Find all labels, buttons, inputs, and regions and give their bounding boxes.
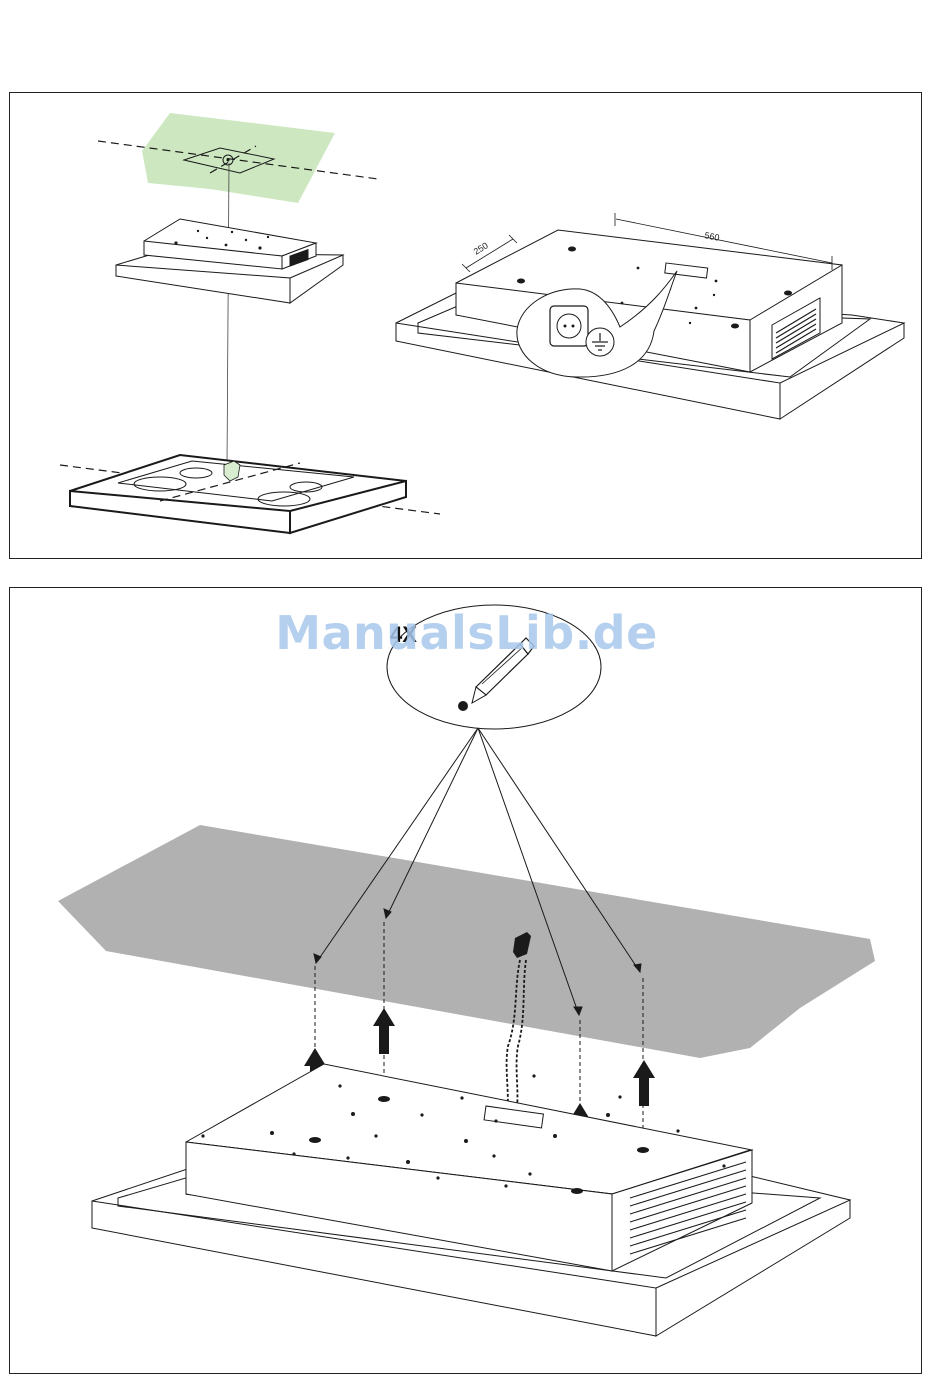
bottom-illustration: 4X — [10, 588, 923, 1375]
bottom-panel: 4X — [9, 587, 922, 1374]
ceiling-surface — [58, 825, 875, 1058]
dimension-width-label: 560 — [704, 230, 721, 243]
plumb-line — [227, 163, 229, 465]
top-panel: 250 560 — [9, 92, 922, 559]
hood-body — [92, 1064, 850, 1336]
up-arrow-icon — [373, 1008, 395, 1054]
top-illustration: 250 560 — [10, 93, 923, 560]
ceiling-mount-area — [98, 113, 378, 203]
up-arrow-icon — [633, 1060, 655, 1106]
dimension-depth-label: 250 — [472, 240, 490, 256]
hood-floating — [116, 219, 343, 303]
hob-below — [60, 455, 440, 533]
ceiling-patch — [142, 113, 335, 203]
power-socket-icon — [550, 306, 588, 346]
mark-dot — [458, 701, 468, 711]
marking-callout — [387, 605, 601, 729]
quantity-label: 4X — [390, 622, 417, 647]
